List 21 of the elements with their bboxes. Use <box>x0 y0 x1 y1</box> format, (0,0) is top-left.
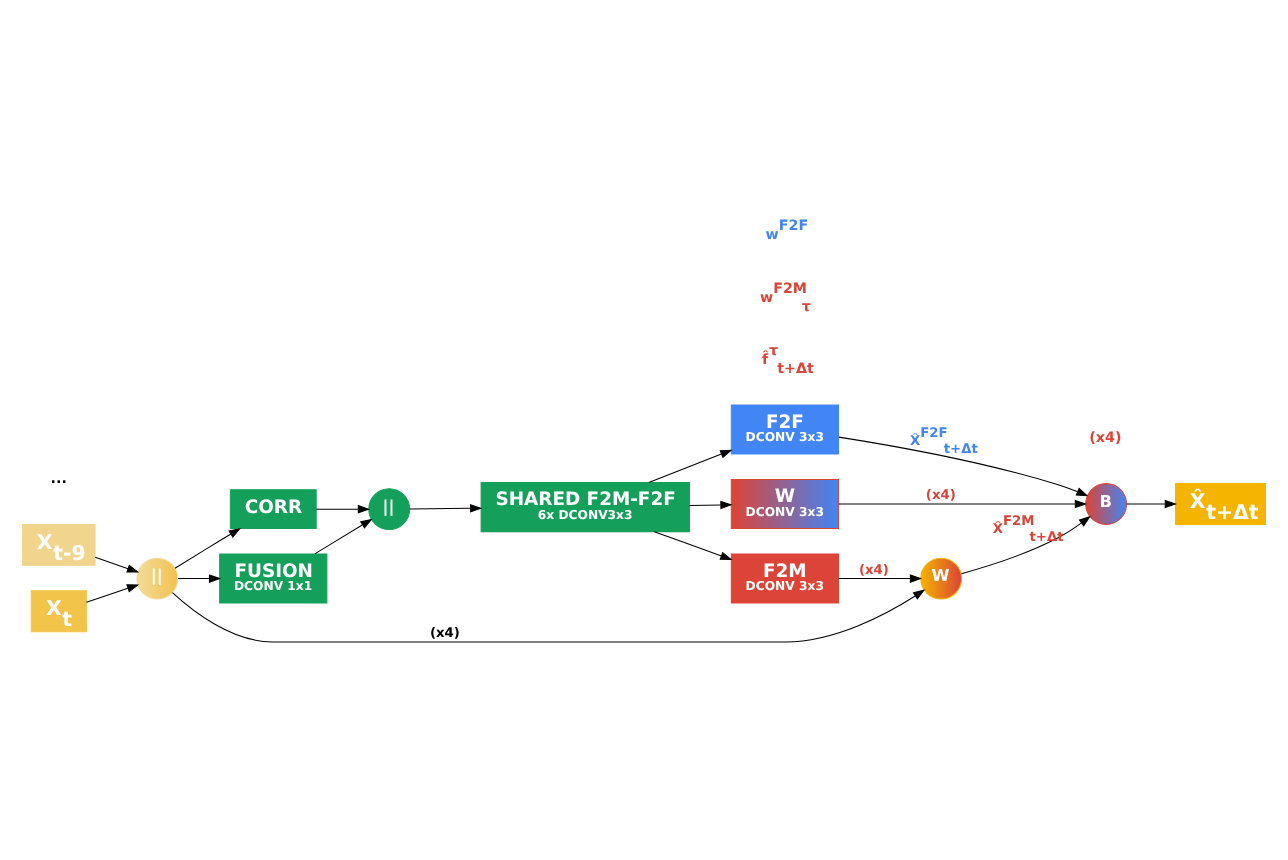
arrow <box>314 518 373 555</box>
arrow <box>174 527 241 569</box>
node-circle: B <box>1085 483 1128 525</box>
arrow <box>171 589 926 643</box>
arrow <box>94 556 140 573</box>
arrow <box>838 574 923 583</box>
arrow <box>688 500 733 510</box>
arrow <box>960 515 1091 575</box>
arrow <box>177 574 222 583</box>
arrow <box>838 499 1088 509</box>
arrow <box>409 504 483 513</box>
node-circle: || <box>136 557 179 600</box>
node-circle: || <box>368 488 411 531</box>
arrow <box>315 504 371 514</box>
node-circle: W <box>920 557 963 600</box>
arrow <box>85 584 140 603</box>
arrow <box>648 449 733 484</box>
node-box: CORR <box>229 489 317 530</box>
arrow <box>838 436 1089 497</box>
arrow <box>653 531 733 560</box>
arrow <box>1126 499 1177 509</box>
